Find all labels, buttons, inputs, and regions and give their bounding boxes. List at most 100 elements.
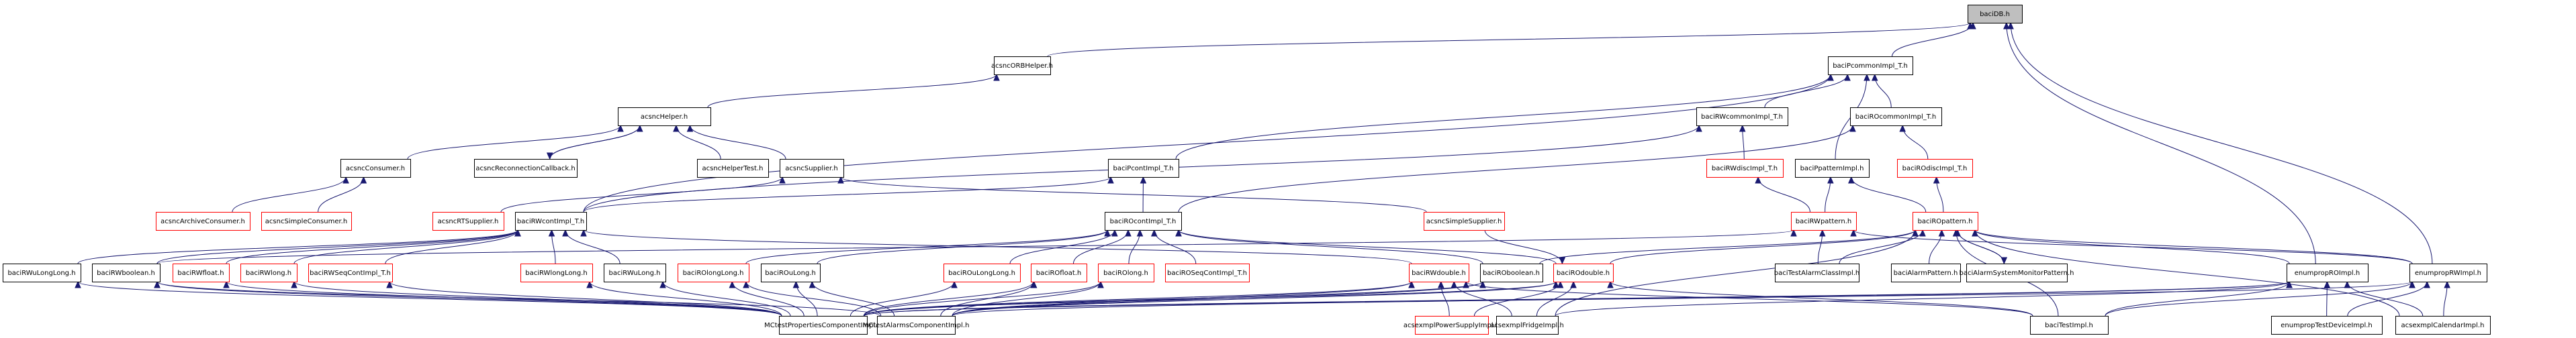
node-box (1913, 212, 1978, 231)
node-baciROuLong[interactable]: baciROuLong.h (761, 264, 821, 282)
node-label: baciROlongLong.h (683, 270, 744, 277)
edge-baciRWSeqContImpl-to-baciRWcontImpl (385, 229, 518, 264)
node-baciPpatternImpl[interactable]: baciPpatternImpl.h (1795, 159, 1870, 178)
node-baciAlarmPattern[interactable]: baciAlarmPattern.h (1891, 264, 1961, 282)
node-acsncArchiveConsumer[interactable]: acsncArchiveConsumer.h (156, 212, 250, 231)
edge-acsexmplFridgeImpl-to-baciROpattern (1555, 229, 1916, 317)
node-label: baciTestImpl.h (2045, 322, 2093, 329)
node-baciPcommonImpl[interactable]: baciPcommonImpl_T.h (1828, 56, 1913, 75)
node-baciAlarmSystemMonitorPattern[interactable]: baciAlarmSystemMonitorPattern.h (1960, 264, 2074, 282)
node-baciRWpattern[interactable]: baciRWpattern.h (1791, 212, 1857, 231)
node-baciRObooleanh[interactable]: baciROboolean.h (1480, 264, 1543, 282)
edge-baciRWfloat-to-baciRWcontImpl (226, 229, 518, 264)
node-acsncHelperTest[interactable]: acsncHelperTest.h (697, 159, 769, 178)
node-baciRWboolean[interactable]: baciRWboolean.h (92, 264, 160, 282)
node-acsexmplPowerSupplyImpl[interactable]: acsexmplPowerSupplyImpl.h (1404, 316, 1500, 335)
node-enumpropROImpl[interactable]: enumpropROImpl.h (2287, 264, 2368, 282)
node-baciRWlong[interactable]: baciRWlong.h (240, 264, 297, 282)
node-box (1791, 212, 1857, 231)
arrowhead-icon (2424, 280, 2430, 288)
arrowhead-icon (223, 280, 230, 288)
node-baciRWdiscImpl[interactable]: baciRWdiscImpl_T.h (1706, 159, 1784, 178)
node-baciDB[interactable]: baciDB.h (1968, 5, 2023, 23)
node-label: baciRWfloat.h (177, 270, 224, 277)
arrowhead-icon (1827, 73, 1834, 81)
edge-MCtestPropertiesComponentImpl-to-baciROlongLong (731, 281, 804, 317)
node-acsncReconnectionCallback[interactable]: acsncReconnectionCallback.h (474, 159, 578, 178)
node-baciROSeqContImpl[interactable]: baciROSeqContImpl_T.h (1165, 264, 1250, 282)
node-acsncORBHelper[interactable]: acsncORBHelper.h (991, 56, 1053, 75)
node-enumpropTestDeviceImpl[interactable]: enumpropTestDeviceImpl.h (2271, 316, 2383, 335)
edge-MCtestPropertiesComponentImpl-to-baciRWlongLong (589, 281, 782, 317)
node-acsncSupplier[interactable]: acsncSupplier.h (780, 159, 844, 178)
node-baciROfloat[interactable]: baciROfloat.h (1031, 264, 1087, 282)
node-label: acsncHelperTest.h (702, 165, 764, 172)
edge-MCtestPropertiesComponentImpl-to-baciRWSeqContImpl (389, 281, 782, 317)
node-baciROdouble[interactable]: baciROdouble.h (1553, 264, 1614, 282)
node-baciROlongLong[interactable]: baciROlongLong.h (678, 264, 749, 282)
node-label: MCtestPropertiesComponentImpl.h (764, 322, 882, 329)
edge-enumpropRWImpl-to-baciRWpattern (1853, 229, 2413, 264)
node-box (3, 264, 81, 282)
node-baciROlong[interactable]: baciROlong.h (1098, 264, 1154, 282)
node-baciPcontImpl[interactable]: baciPcontImpl_T.h (1108, 159, 1179, 178)
node-acsncRTSupplier[interactable]: acsncRTSupplier.h (432, 212, 504, 231)
edge-enumpropTestDeviceImpl-to-enumpropRWImpl (2347, 281, 2428, 317)
node-baciROdiscImpl[interactable]: baciROdiscImpl_T.h (1897, 159, 1973, 178)
arrowhead-icon (1557, 280, 1564, 288)
edge-MCtestAlarmsComponentImpl-to-baciRObooleanh (952, 281, 1483, 317)
node-acsexmplCalendarImpl[interactable]: acsexmplCalendarImpl.h (2395, 316, 2491, 335)
node-enumpropRWImpl[interactable]: enumpropRWImpl.h (2409, 264, 2487, 282)
node-baciRWuLongLong[interactable]: baciRWuLongLong.h (3, 264, 81, 282)
node-box (520, 264, 593, 282)
edge-MCtestPropertiesComponentImpl-to-baciROlong (864, 281, 1101, 317)
node-baciROuLongLong[interactable]: baciROuLongLong.h (944, 264, 1021, 282)
arrowhead-icon (1111, 229, 1118, 237)
edge-MCtestPropertiesComponentImpl-to-baciRWuLong (662, 281, 791, 317)
arrowhead-icon (360, 176, 367, 184)
node-MCtestPropertiesComponentImpl[interactable]: MCtestPropertiesComponentImpl.h (764, 316, 882, 335)
node-baciTestAlarmClassImpl[interactable]: baciTestAlarmClassImpl.h (1774, 264, 1860, 282)
edge-baciRObooleanh-to-baciROcontImpl (1178, 229, 1483, 264)
edge-baciRWlong-to-baciRWcontImpl (293, 229, 518, 264)
edge-baciROlongLong-to-baciROcontImpl (745, 229, 1108, 264)
node-baciRWcommonImpl[interactable]: baciRWcommonImpl_T.h (1696, 107, 1788, 126)
arrowhead-icon (1850, 229, 1857, 237)
node-baciRWfloat[interactable]: baciRWfloat.h (173, 264, 230, 282)
arrowhead-icon (1150, 229, 1158, 237)
node-baciRWdouble[interactable]: baciRWdouble.h (1409, 264, 1469, 282)
arrowhead-icon (1864, 73, 1870, 81)
arrowhead-icon (586, 280, 593, 288)
node-label: baciRWlong.h (246, 270, 291, 277)
node-baciTestImpl[interactable]: baciTestImpl.h (2030, 316, 2109, 335)
node-acsexmplFridgeImpl[interactable]: acsexmplFridgeImpl.h (1490, 316, 1564, 335)
arrowhead-icon (1570, 280, 1577, 288)
edge-MCtestPropertiesComponentImpl-to-baciROfloat (863, 281, 1034, 317)
node-label: acsncORBHelper.h (991, 62, 1053, 70)
node-label: baciRWuLongLong.h (7, 270, 75, 277)
node-label: baciROcommonImpl_T.h (1855, 113, 1936, 121)
node-baciROcommonImpl[interactable]: baciROcommonImpl_T.h (1850, 107, 1942, 126)
node-acsncHelper[interactable]: acsncHelper.h (618, 107, 711, 126)
node-baciRWSeqContImpl[interactable]: baciRWSeqContImpl_T.h (308, 264, 393, 282)
node-acsncSimpleSupplier[interactable]: acsncSimpleSupplier.h (1424, 212, 1505, 231)
node-baciRWcontImpl[interactable]: baciRWcontImpl_T.h (515, 212, 587, 231)
node-baciRWlongLong[interactable]: baciRWlongLong.h (520, 264, 593, 282)
arrowhead-icon (514, 229, 521, 237)
arrowhead-icon (1844, 73, 1851, 81)
arrowhead-icon (951, 280, 958, 288)
edge-acsexmplPowerSupplyImpl-to-baciROdouble (1473, 281, 1561, 317)
edge-acsncORBHelper-to-baciDB (1047, 22, 1971, 57)
arrowhead-icon (580, 229, 587, 237)
node-box (1850, 107, 1942, 126)
node-label: baciROdiscImpl_T.h (1902, 165, 1968, 172)
node-baciROpattern[interactable]: baciROpattern.h (1913, 212, 1978, 231)
arrowhead-icon (1097, 280, 1104, 288)
node-baciROcontImpl[interactable]: baciROcontImpl_T.h (1105, 212, 1182, 231)
node-MCtestAlarmsComponentImpl[interactable]: MCtestAlarmsComponentImpl.h (863, 316, 970, 335)
node-label: MCtestAlarmsComponentImpl.h (863, 322, 970, 329)
node-acsncSimpleConsumer[interactable]: acsncSimpleConsumer.h (261, 212, 352, 231)
node-baciRWuLong[interactable]: baciRWuLong.h (604, 264, 666, 282)
node-acsncConsumer[interactable]: acsncConsumer.h (340, 159, 411, 178)
arrowhead-icon (1451, 280, 1458, 288)
